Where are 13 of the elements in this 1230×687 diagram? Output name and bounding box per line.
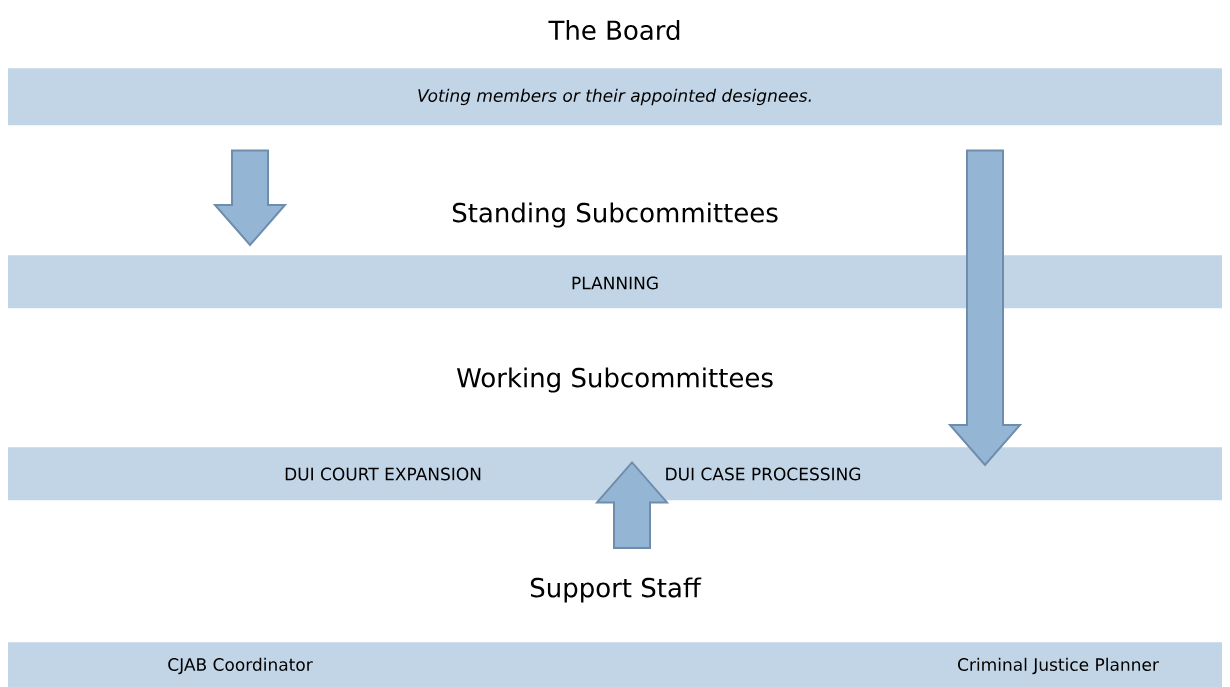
band-text: Voting members or their appointed designees. (418, 88, 811, 106)
band-text: PLANNING (572, 276, 658, 290)
heading: The Board (548, 19, 680, 41)
band-text: Criminal Justice Planner (958, 657, 1159, 675)
band-text: CJAB Coordinator (168, 657, 313, 675)
heading: Support Staff (530, 577, 702, 603)
band-text: DUI CASE PROCESSING (666, 467, 861, 481)
heading: Working Subcommittees (456, 367, 773, 393)
heading: Standing Subcommittees (452, 202, 778, 228)
block-arrow (947, 149, 1023, 467)
block-arrow (212, 149, 288, 247)
block-arrow (594, 460, 670, 549)
band-text: DUI COURT EXPANSION (285, 467, 481, 481)
